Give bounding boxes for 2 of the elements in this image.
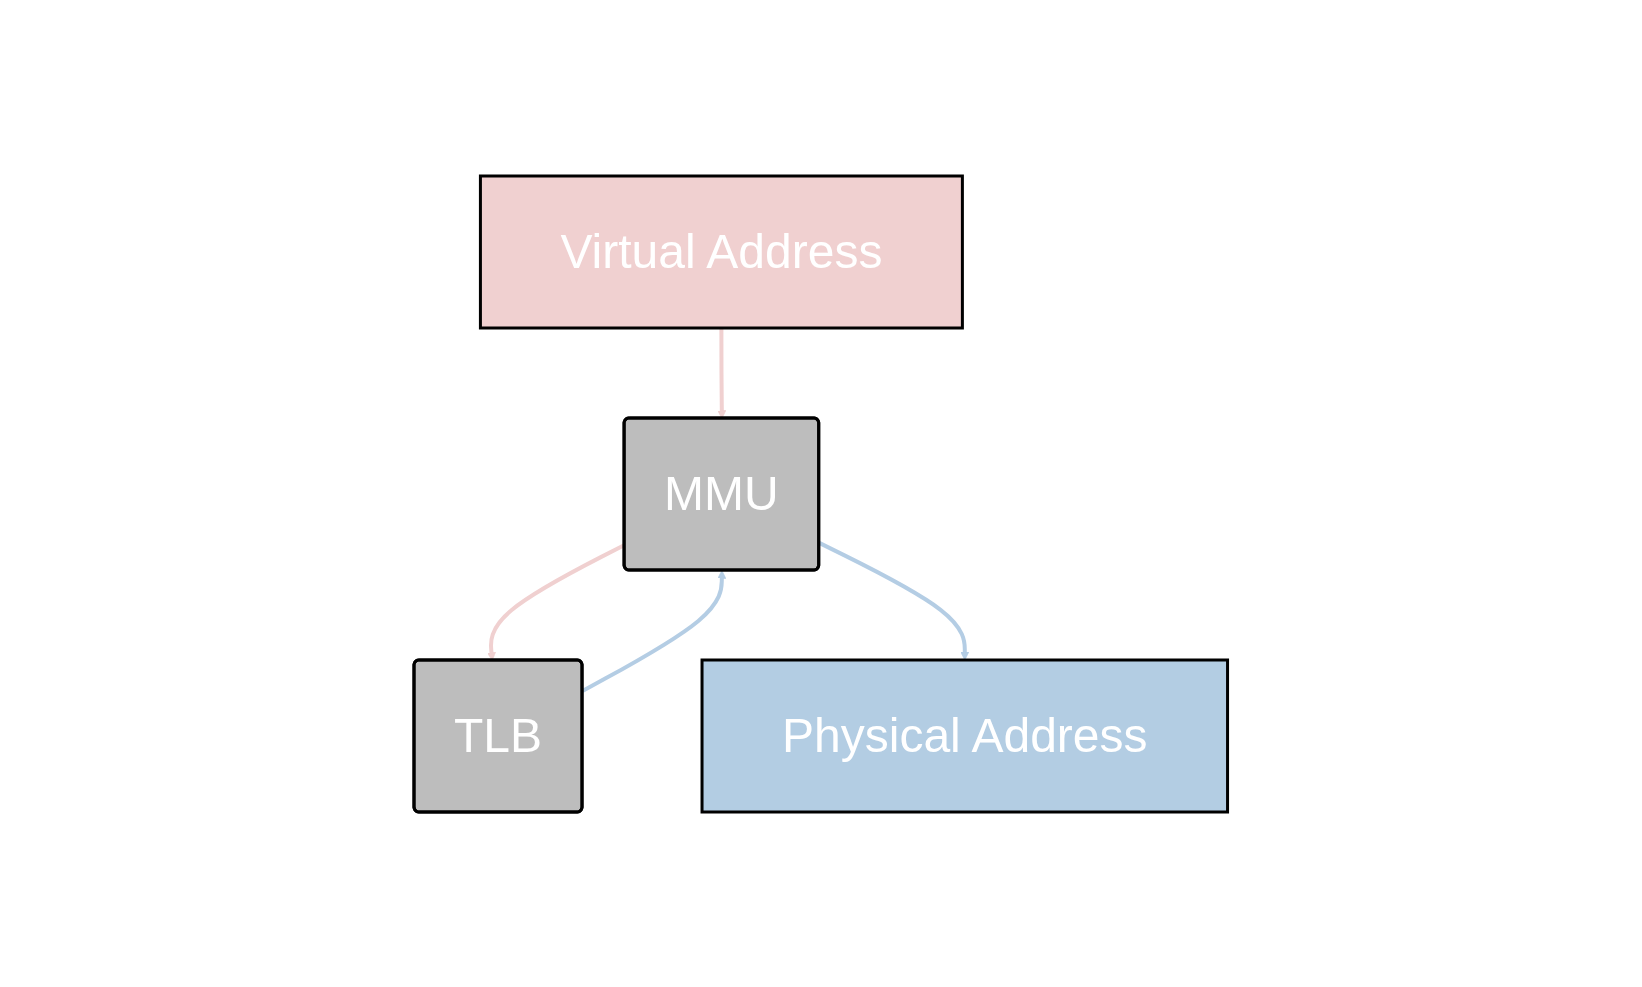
node-box: Physical Address (700, 658, 1230, 813)
arrow (818, 540, 970, 660)
